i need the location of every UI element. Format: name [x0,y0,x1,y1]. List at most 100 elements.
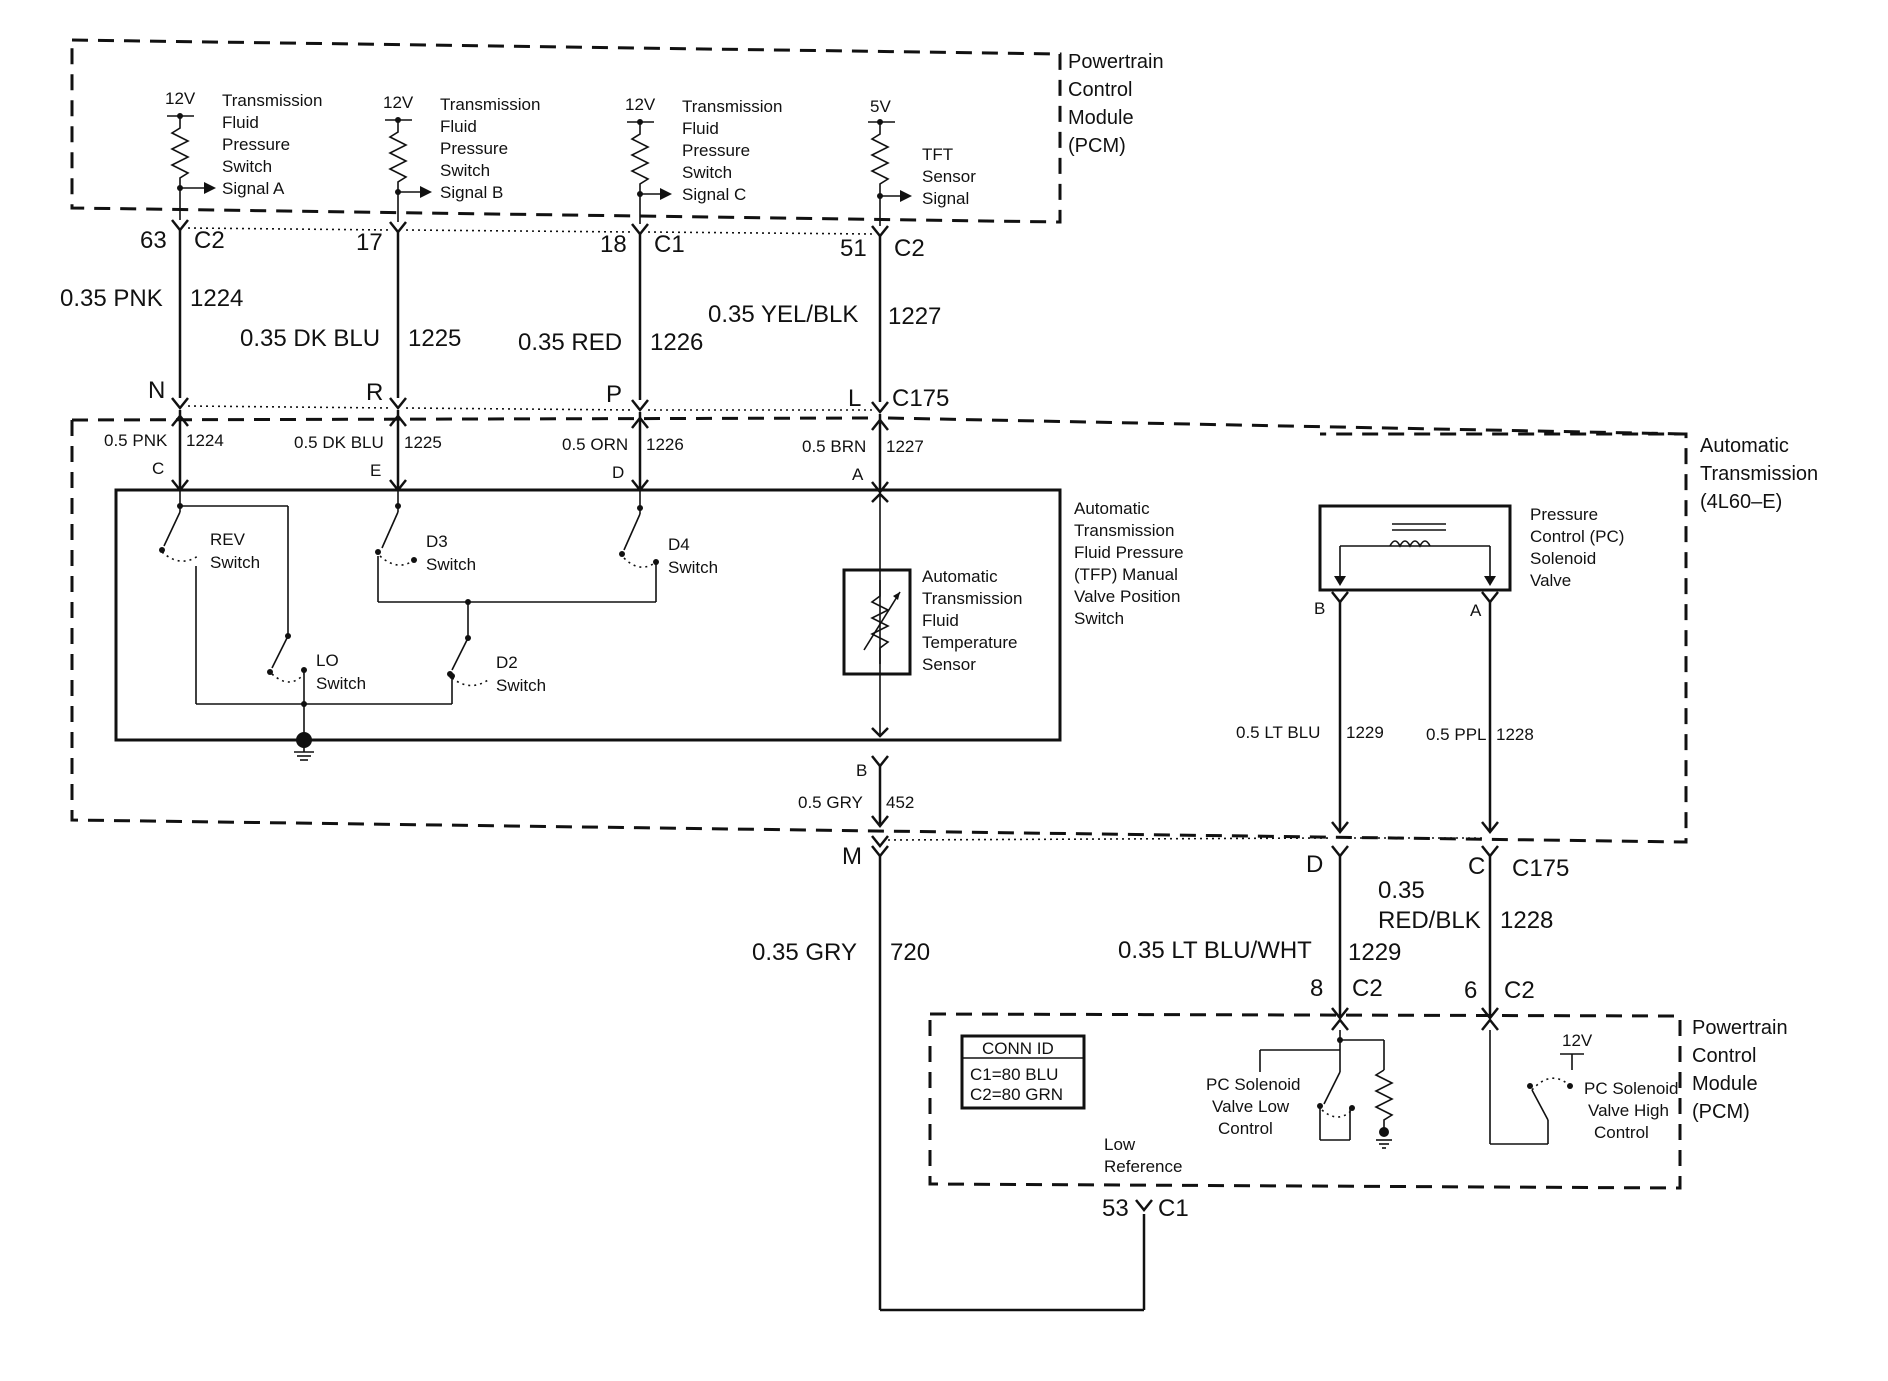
wire-color-label: 0.35 LT BLU/WHT [1118,937,1312,964]
d4-switch-label: Switch [668,558,718,577]
tft-label: Temperature [922,633,1017,652]
wire-color-label: 0.5 DK BLU [294,433,384,452]
d4-switch-icon [623,513,641,551]
high-control-label: Valve High [1588,1101,1669,1120]
circuit-label: Fluid [440,117,477,136]
d2-switch-label: D2 [496,653,518,672]
pin-label: 18 [600,231,627,258]
circuit-label: Signal [922,189,969,208]
lo-switch-label: Switch [316,674,366,693]
low-switch-icon [1323,1071,1341,1105]
connector-label: C2 [1504,977,1535,1004]
d3-switch-icon [381,511,399,549]
circuit-number: 1225 [408,325,461,352]
tft-bottom-harness [871,755,889,849]
circuit-number: 1228 [1496,725,1534,744]
pullup-resistor-icon [630,122,650,224]
low-control-driver [1259,1030,1394,1149]
circuit-number: 1224 [186,431,224,450]
circuit-number: 1229 [1346,723,1384,742]
wire-color-label: 0.35 PNK [60,285,163,312]
rev-switch-label: Switch [210,553,260,572]
tfp-label: Transmission [1074,521,1174,540]
thermistor-icon [870,580,890,664]
pin-label: 6 [1464,977,1477,1004]
low-reference-label: Low [1104,1135,1136,1154]
wire-color-label: RED/BLK [1378,907,1481,934]
c175-pin-label: C [1468,853,1485,880]
circuit-label: Signal B [440,183,503,202]
voltage-label: 12V [625,95,656,114]
pin-label: B [1314,599,1325,618]
inner-harness [171,410,889,495]
circuit-number: 1229 [1348,939,1401,966]
circuit-label: Transmission [440,95,540,114]
pc-label: Control (PC) [1530,527,1624,546]
high-control-label: Control [1594,1123,1649,1142]
transmission-title-1: Automatic [1700,435,1789,457]
wire-color-label: 0.35 [1378,877,1425,904]
pullup-resistor-icon [170,116,190,220]
d2-switch-label: Switch [496,676,546,695]
conn-id-line: C1=80 BLU [970,1065,1058,1084]
c175-pin-label: N [148,377,165,404]
low-reference-label: Reference [1104,1157,1182,1176]
tft-sensor-box [842,568,912,676]
voltage-label: 12V [1562,1031,1593,1050]
pullup-resistor-icon [870,122,890,226]
tft-label: Fluid [922,611,959,630]
connector-label: C1 [654,231,685,258]
pulldown-resistor-icon [1374,1069,1394,1130]
circuit-label: Transmission [682,97,782,116]
c175-connector-label: C175 [892,385,949,412]
pcm-bottom-title-3: Module [1692,1073,1758,1095]
pcm-circuit-c: 12V Transmission Fluid Pressure Switch S… [625,95,782,224]
pcm-top-title-1: Powertrain [1068,51,1164,73]
tfp-label: Switch [1074,609,1124,628]
low-control-label: PC Solenoid [1206,1075,1301,1094]
c175-pin-label: L [848,385,861,412]
c175-connector-label: C175 [1512,855,1569,882]
low-control-label: Valve Low [1212,1097,1290,1116]
circuit-label: Fluid [682,119,719,138]
low-control-label: Control [1218,1119,1273,1138]
connector-label: C2 [194,227,225,254]
d4-switch-label: D4 [668,535,690,554]
pin-label: C [152,459,164,478]
high-control-driver: 12V [1489,1030,1593,1145]
pin-label: E [370,461,381,480]
lo-switch-label: LO [316,651,339,670]
pcm-circuit-tft: 5V TFT Sensor Signal [868,97,976,226]
signal-arrow-icon [900,190,912,202]
circuit-label: Fluid [222,113,259,132]
signal-arrow-icon [660,188,672,200]
tfp-label: Valve Position [1074,587,1180,606]
pcm-top-module: Powertrain Control Module (PCM) [70,38,1164,224]
pin-label: D [612,463,624,482]
circuit-number: 1226 [646,435,684,454]
rev-switch-label: REV [210,530,246,549]
signal-arrow-icon [420,186,432,198]
voltage-label: 12V [383,93,414,112]
c175-pin-label: P [606,381,622,408]
pc-label: Pressure [1530,505,1598,524]
transmission-module: Automatic Transmission (4L60–E) [70,416,1818,844]
circuit-label: Switch [440,161,490,180]
c175-pin-label: M [842,843,862,870]
connector-label: C2 [1352,975,1383,1002]
circuit-label: Sensor [922,167,976,186]
wire-color-label: 0.5 GRY [798,793,863,812]
circuit-label: Switch [682,163,732,182]
wire-color-label: 0.5 PNK [104,431,168,450]
pcm-bottom-title-1: Powertrain [1692,1017,1788,1039]
pc-label: Valve [1530,571,1571,590]
d3-switch-label: Switch [426,555,476,574]
tfp-label: Fluid Pressure [1074,543,1184,562]
d2-switch-icon [451,637,469,671]
pcm-top-title-3: Module [1068,107,1134,129]
pcm-circuit-a: 12V Transmission Fluid Pressure Switch S… [165,89,322,220]
pin-label: A [1470,601,1482,620]
pullup-resistor-icon [388,120,408,222]
transmission-title-3: (4L60–E) [1700,491,1782,513]
